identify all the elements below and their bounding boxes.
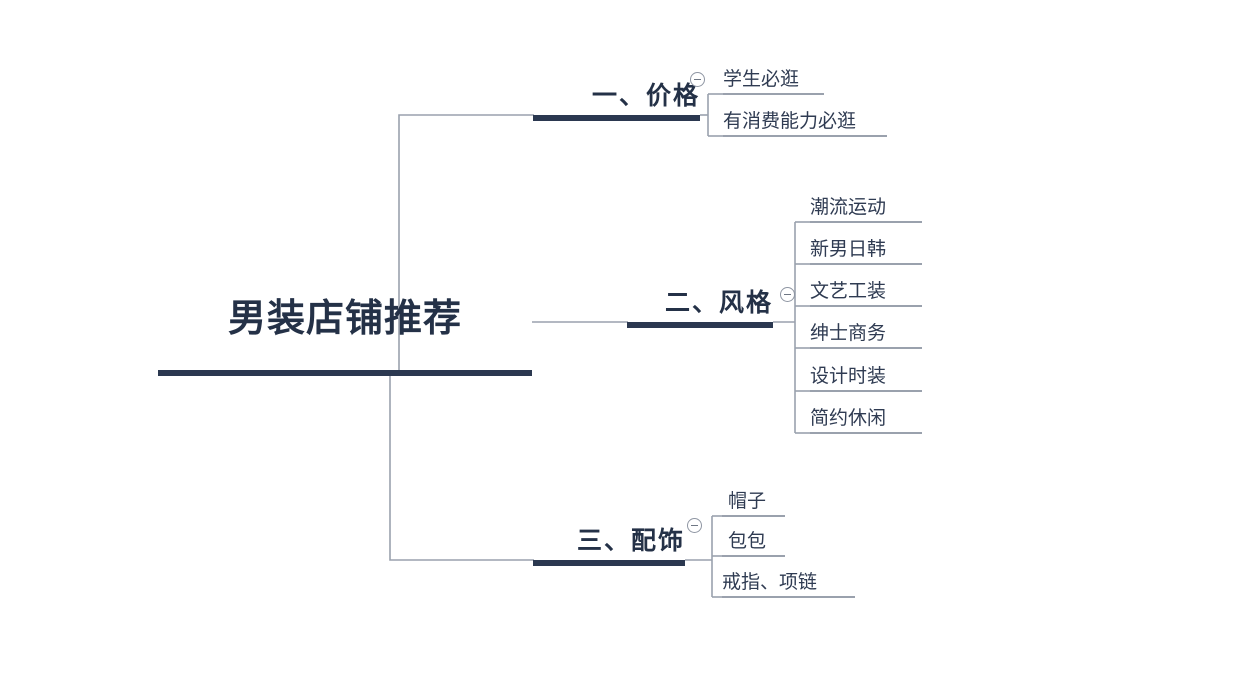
leaf-underline-price-1 xyxy=(723,93,824,95)
leaf-underline-style-2 xyxy=(810,263,922,265)
leaf-label-accessories-1: 帽子 xyxy=(728,491,767,512)
leaf-underline-style-6 xyxy=(810,432,922,434)
branch-underline-style xyxy=(627,322,773,328)
leaf-underline-price-2 xyxy=(723,135,887,137)
leaf-node-accessories-1[interactable]: 帽子 xyxy=(722,484,785,517)
leaf-label-style-4: 绅士商务 xyxy=(810,323,887,344)
root-node-underline xyxy=(158,370,532,376)
leaf-label-style-5: 设计时装 xyxy=(810,366,887,387)
branch-node-accessories[interactable]: 三、配饰 xyxy=(533,515,685,566)
leaf-label-style-3: 文艺工装 xyxy=(810,281,887,302)
leaf-node-accessories-3[interactable]: 戒指、项链 xyxy=(722,565,855,598)
leaf-label-accessories-3: 戒指、项链 xyxy=(722,572,818,593)
leaf-underline-style-1 xyxy=(810,221,922,223)
leaf-node-style-6[interactable]: 简约休闲 xyxy=(810,402,922,434)
leaf-underline-style-3 xyxy=(810,305,922,307)
branch-label-price: 一、价格 xyxy=(591,82,700,110)
connector-root-to-accessories xyxy=(389,375,534,561)
leaf-label-style-6: 简约休闲 xyxy=(810,408,887,429)
leaf-node-accessories-2[interactable]: 包包 xyxy=(722,524,785,557)
leaf-node-style-3[interactable]: 文艺工装 xyxy=(810,275,922,307)
collapse-minus-icon-accessories[interactable] xyxy=(687,518,702,533)
branch-label-style: 二、风格 xyxy=(664,289,773,317)
collapse-minus-icon-price[interactable] xyxy=(690,72,705,87)
leaf-label-accessories-2: 包包 xyxy=(728,531,767,552)
leaf-label-style-2: 新男日韩 xyxy=(810,239,887,260)
branch-node-style[interactable]: 二、风格 xyxy=(627,277,773,328)
root-node-label: 男装店铺推荐 xyxy=(227,298,462,340)
root-node[interactable]: 男装店铺推荐 xyxy=(158,292,532,376)
leaf-label-price-1: 学生必逛 xyxy=(723,69,800,90)
leaf-underline-accessories-3 xyxy=(722,596,855,598)
branch-label-accessories: 三、配饰 xyxy=(576,527,685,555)
leaf-node-style-5[interactable]: 设计时装 xyxy=(810,360,922,392)
branch-underline-price xyxy=(533,115,700,121)
leaf-underline-accessories-2 xyxy=(722,555,785,557)
leaf-label-style-1: 潮流运动 xyxy=(810,197,887,218)
leaf-label-price-2: 有消费能力必逛 xyxy=(723,111,857,132)
leaf-node-style-2[interactable]: 新男日韩 xyxy=(810,233,922,265)
leaf-underline-accessories-1 xyxy=(722,515,785,517)
leaf-underline-style-5 xyxy=(810,390,922,392)
leaf-node-style-4[interactable]: 绅士商务 xyxy=(810,317,922,349)
leaf-underline-style-4 xyxy=(810,347,922,349)
collapse-minus-icon-style[interactable] xyxy=(780,287,795,302)
leaf-node-style-1[interactable]: 潮流运动 xyxy=(810,191,922,223)
branch-node-price[interactable]: 一、价格 xyxy=(533,70,700,121)
leaf-node-price-2[interactable]: 有消费能力必逛 xyxy=(723,104,887,137)
leaf-node-price-1[interactable]: 学生必逛 xyxy=(723,62,824,95)
branch-underline-accessories xyxy=(533,560,685,566)
